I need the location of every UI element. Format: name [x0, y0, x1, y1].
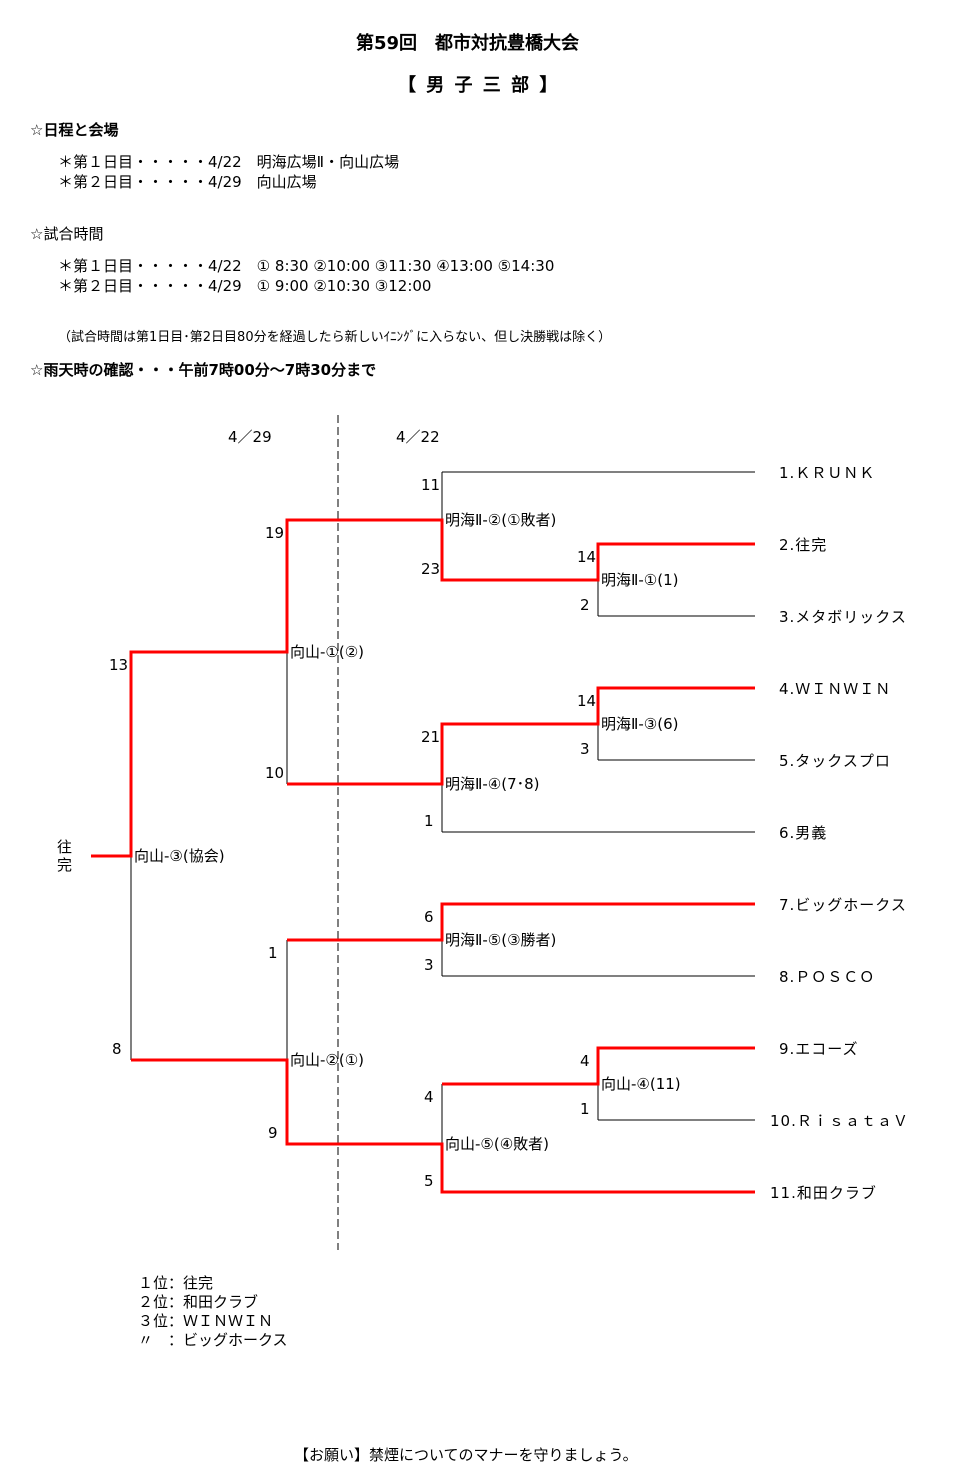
team-entry: 6.男義	[779, 824, 828, 842]
score: 6	[424, 908, 434, 926]
schedule-line: ＊第２日目・・・・・4/29 向山広場	[58, 173, 317, 191]
score: 10	[265, 764, 285, 782]
team-entry: 9.エコーズ	[779, 1040, 859, 1058]
team-entry: 3.メタボリックス	[779, 608, 907, 626]
footer-note: 【お願い】禁煙についてのマナーを守りましょう。	[294, 1446, 638, 1464]
date-label-day1: 4／22	[396, 428, 440, 446]
rain-check: ☆雨天時の確認・・・午前7時00分～7時30分まで	[30, 361, 377, 379]
result-line: １位：往完	[138, 1274, 214, 1292]
match-label: 明海Ⅱ-⑤(③勝者)	[445, 931, 557, 949]
team-entry: 2.往完	[779, 536, 828, 554]
score: 8	[112, 1040, 122, 1058]
result-line: ２位：和田クラブ	[138, 1293, 259, 1311]
team-entry: 1.ＫＲＵＮＫ	[779, 464, 876, 482]
match-label: 向山-⑤(④敗者)	[445, 1135, 550, 1153]
match-label: 明海Ⅱ-③(6)	[601, 715, 679, 733]
score: 3	[580, 740, 590, 758]
match-label: 向山-②(①)	[290, 1051, 365, 1069]
date-label-day2: 4／29	[228, 428, 272, 446]
champion-name: 完	[57, 856, 73, 874]
score: 13	[109, 656, 129, 674]
team-entry: 11.和田クラブ	[770, 1184, 877, 1202]
times-line: ＊第１日目・・・・・4/22 ① 8:30 ②10:00 ③11:30 ④13:…	[58, 257, 555, 275]
team-entry: 8.ＰＯＳＣＯ	[779, 968, 876, 986]
team-entry: 10.ＲｉｓａｔａＶ	[770, 1112, 909, 1130]
final-match-label: 向山-③(協会)	[134, 847, 225, 865]
times-heading: ☆試合時間	[30, 225, 104, 243]
match-label: 明海Ⅱ-①(1)	[601, 571, 679, 589]
schedule-heading: ☆日程と会場	[30, 121, 119, 139]
match-label: 向山-④(11)	[601, 1075, 681, 1093]
score: 14	[577, 548, 597, 566]
score: 1	[268, 944, 278, 962]
score: 2	[580, 596, 590, 614]
match-label: 明海Ⅱ-④(7･8)	[445, 775, 540, 793]
division-title: 【 男 子 三 部 】	[398, 75, 560, 96]
score: 14	[577, 692, 597, 710]
champion-name: 往	[57, 838, 73, 856]
result-line: ３位：ＷＩＮＷＩＮ	[138, 1312, 274, 1330]
times-line: ＊第２日目・・・・・4/29 ① 9:00 ②10:30 ③12:00	[58, 277, 432, 295]
score: 5	[424, 1172, 434, 1190]
schedule-line: ＊第１日目・・・・・4/22 明海広場Ⅱ・向山広場	[58, 153, 400, 171]
score: 4	[580, 1052, 590, 1070]
score: 21	[421, 728, 441, 746]
team-entry: 5.タックスプロ	[779, 752, 891, 770]
score: 1	[580, 1100, 590, 1118]
match-label: 明海Ⅱ-②(①敗者)	[445, 511, 557, 529]
team-entry: 4.ＷＩＮＷＩＮ	[779, 680, 892, 698]
score: 23	[421, 560, 441, 578]
match-label: 向山-①(②)	[290, 643, 365, 661]
score: 3	[424, 956, 434, 974]
score: 9	[268, 1124, 278, 1142]
result-line: 〃 ：ビッグホークス	[138, 1331, 288, 1349]
page-title: 第59回 都市対抗豊橋大会	[356, 33, 580, 54]
score: 1	[424, 812, 434, 830]
team-entry: 7.ビッグホークス	[779, 896, 907, 914]
score: 11	[421, 476, 441, 494]
times-note: （試合時間は第1日目･第2日目80分を経過したら新しいｲﾆﾝｸﾞに入らない、但し…	[58, 330, 612, 345]
score: 4	[424, 1088, 434, 1106]
score: 19	[265, 524, 285, 542]
